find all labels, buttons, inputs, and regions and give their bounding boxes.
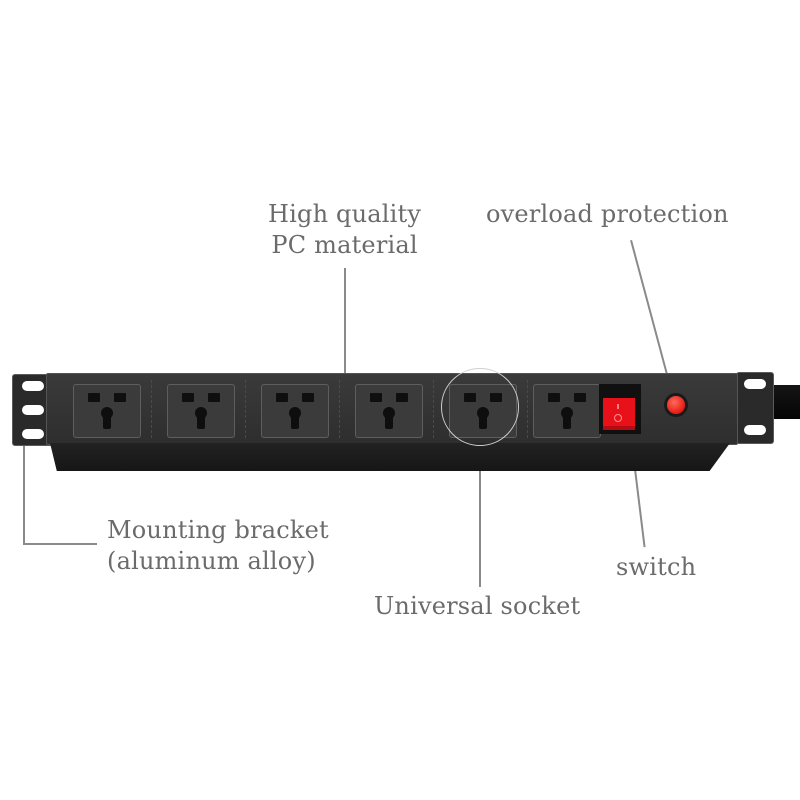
switch-label: switch [616, 553, 697, 581]
strip-top-face [46, 373, 738, 445]
bracket-leader-vertical [23, 436, 25, 544]
power-cable [770, 385, 800, 419]
socket-cell-4 [345, 380, 434, 438]
mounting-bracket-line1: Mounting bracket [107, 516, 329, 544]
overload-protection-label: overload protection [486, 200, 729, 228]
pc-material-leader-line [344, 268, 346, 382]
strip-front-face [50, 443, 730, 471]
bracket-leader-horizontal [23, 543, 97, 545]
bracket-slot [22, 429, 44, 439]
power-strip [46, 373, 738, 471]
socket-highlight-circle [441, 368, 519, 446]
bracket-slot [744, 379, 766, 389]
socket-leader-line [479, 443, 481, 587]
universal-socket-label: Universal socket [374, 592, 581, 620]
universal-socket-icon [533, 384, 601, 438]
universal-socket-icon [167, 384, 235, 438]
overload-leader-line [630, 240, 673, 394]
bracket-slot [744, 425, 766, 435]
socket-cell-3 [251, 380, 340, 438]
switch-housing [599, 384, 641, 434]
universal-socket-icon [355, 384, 423, 438]
pc-material-line2: PC material [271, 231, 418, 259]
bracket-slot [22, 381, 44, 391]
socket-cell-1 [63, 380, 152, 438]
switch-on-mark-icon [617, 404, 619, 409]
pc-material-line1: High quality [268, 200, 422, 228]
bracket-slot [22, 405, 44, 415]
overload-protector-button[interactable] [667, 396, 685, 414]
universal-socket-icon [261, 384, 329, 438]
rocker-switch[interactable] [603, 398, 635, 430]
switch-off-mark-icon [614, 414, 622, 422]
socket-cell-2 [157, 380, 246, 438]
mounting-bracket-right [736, 372, 774, 444]
mounting-bracket-line2: (aluminum alloy) [107, 547, 316, 575]
universal-socket-icon [73, 384, 141, 438]
mounting-bracket-label: Mounting bracket (aluminum alloy) [107, 515, 329, 577]
socket-cell-6 [523, 380, 611, 438]
pc-material-label: High quality PC material [268, 199, 421, 261]
